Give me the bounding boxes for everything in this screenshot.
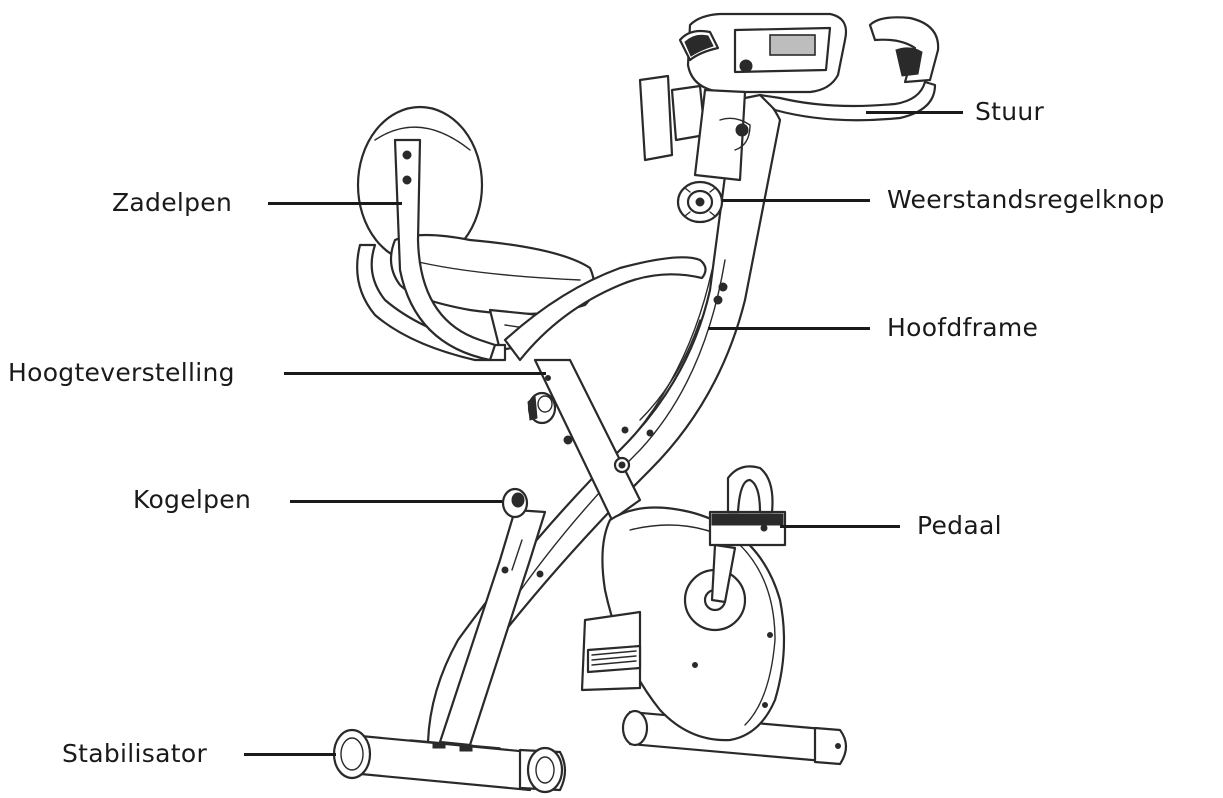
leader-line-stuur (866, 111, 963, 114)
ball-pin (501, 487, 529, 519)
leader-line-hoogteverstelling (284, 372, 546, 375)
label-kogelpen: Kogelpen (133, 485, 252, 514)
label-weerstandsregelknop: Weerstandsregelknop (887, 185, 1165, 214)
label-hoofdframe: Hoofdframe (887, 313, 1039, 342)
leader-line-zadelpen (268, 202, 402, 205)
leader-line-kogelpen (290, 500, 502, 503)
height-adjust-knob (527, 391, 557, 425)
console-and-handlebar (638, 12, 940, 182)
label-pedaal: Pedaal (917, 511, 1002, 540)
resistance-knob (676, 180, 724, 224)
label-stabilisator: Stabilisator (62, 739, 208, 768)
leader-line-weerstandsregelknop (722, 199, 870, 202)
seat-post-lower (438, 508, 547, 747)
leader-line-hoofdframe (708, 327, 870, 330)
leader-line-stabilisator (244, 753, 336, 756)
label-zadelpen: Zadelpen (112, 188, 233, 217)
flywheel-housing (601, 506, 786, 742)
seat-post-upper (393, 138, 497, 362)
rear-frame-tube (533, 358, 642, 522)
left-pedal (580, 610, 642, 692)
label-hoogteverstelling: Hoogteverstelling (8, 358, 235, 387)
rear-stabilizer (332, 728, 567, 794)
seat (389, 233, 596, 352)
leader-line-pedaal (780, 525, 900, 528)
label-stuur: Stuur (975, 97, 1045, 126)
